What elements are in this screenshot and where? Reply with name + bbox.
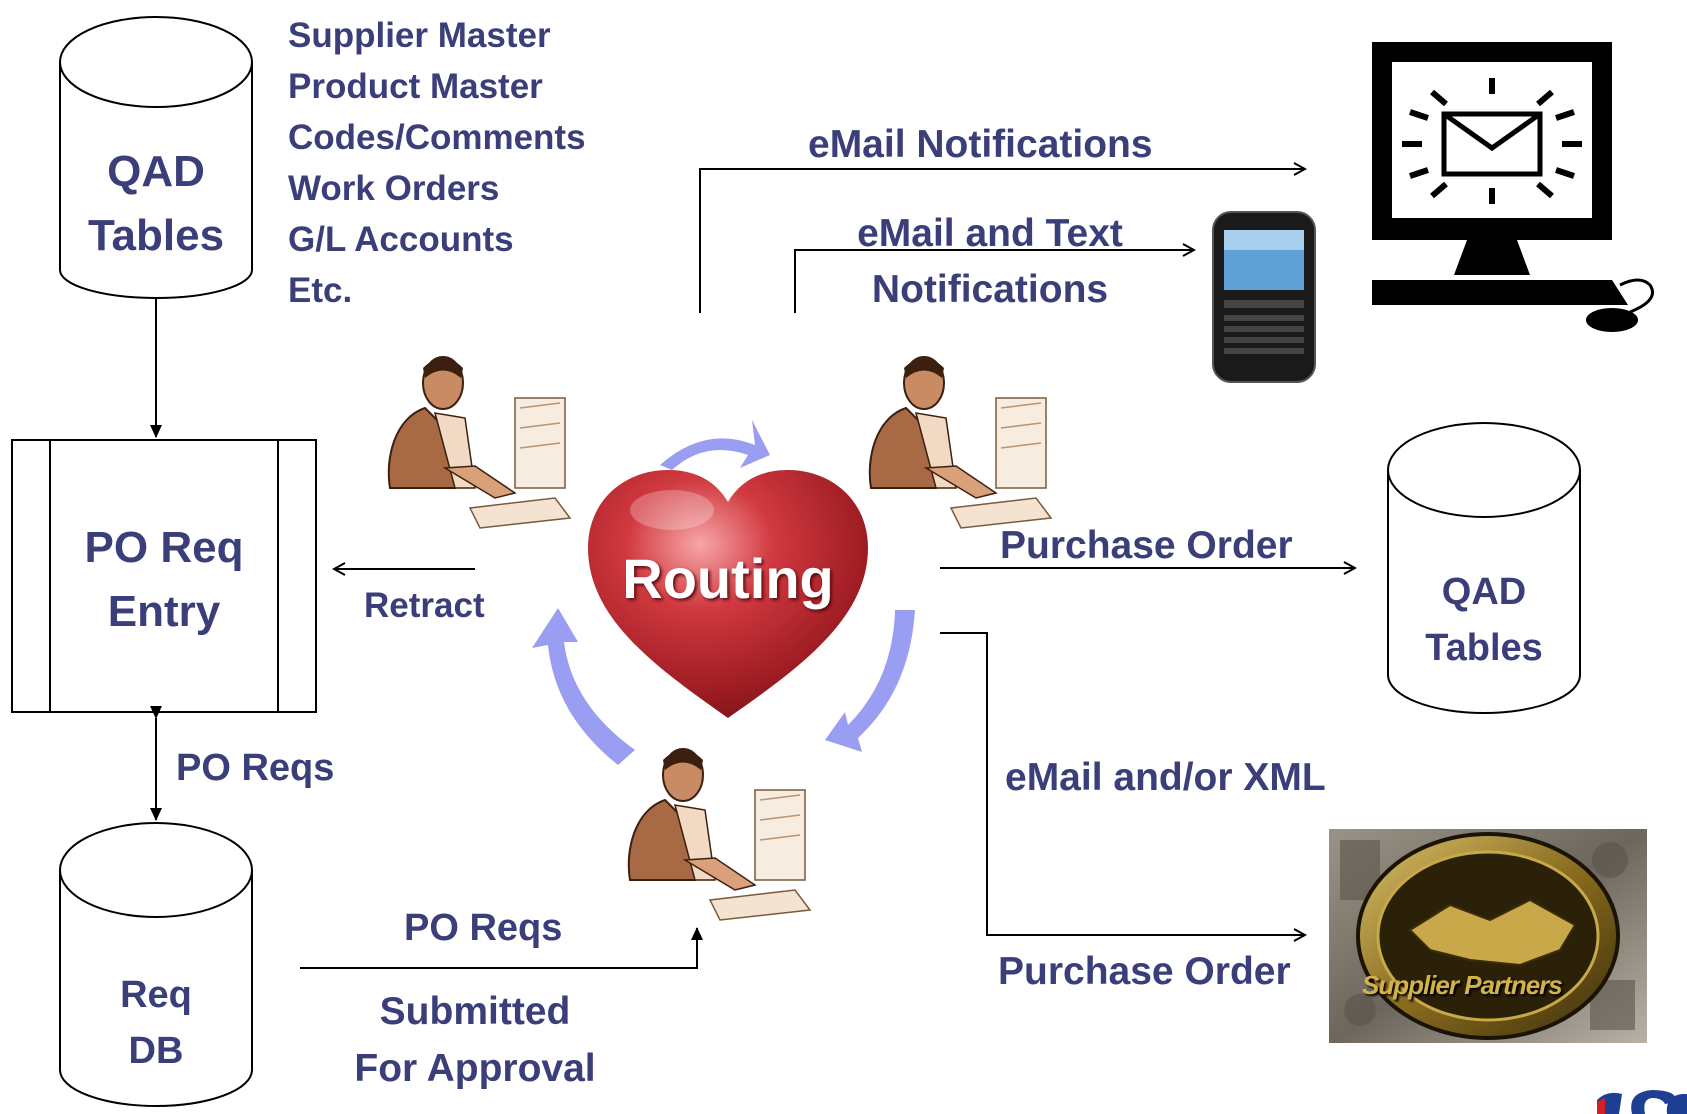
supplier-partners-image	[1329, 829, 1647, 1043]
supplier-partners-text: Supplier Partners	[1362, 970, 1563, 1000]
list-item: Work Orders	[288, 169, 500, 208]
qad-tables-right-line1: QAD	[1441, 571, 1527, 613]
qad-tables-cylinder-right	[1387, 422, 1581, 714]
smartphone-icon	[1212, 211, 1316, 383]
po-req-entry-box	[11, 439, 317, 713]
email-text-line1: eMail and Text	[857, 212, 1123, 255]
list-item: Product Master	[288, 67, 543, 106]
list-item: Etc.	[288, 271, 353, 310]
req-db-line1: Req	[120, 974, 192, 1016]
routing-label: Routing	[622, 547, 834, 610]
qad-tables-right-line2: Tables	[1425, 627, 1543, 669]
approver-icon-bottom	[627, 748, 812, 921]
po-reqs-bottom-label: PO Reqs	[404, 907, 563, 949]
routing-heart	[588, 470, 868, 718]
req-db-label: Req DB	[60, 967, 252, 1079]
email-notifications-label: eMail Notifications	[808, 123, 1153, 166]
purchase-order-arrow-bottom	[940, 632, 1305, 935]
qad-tables-top-line1: QAD	[107, 147, 205, 196]
email-text-label: eMail and Text Notifications	[820, 206, 1160, 318]
po-req-entry-line1: PO Req	[84, 523, 244, 572]
email-text-arrow	[794, 250, 1194, 313]
submitted-label: Submitted For Approval	[330, 983, 620, 1097]
approver-icon-left	[387, 356, 572, 529]
email-xml-label: eMail and/or XML	[1005, 756, 1326, 799]
connector-db-to-approver	[300, 927, 703, 969]
po-reqs-vertical-label: PO Reqs	[176, 747, 335, 789]
po-req-entry-line2: Entry	[107, 587, 221, 636]
req-db-line2: DB	[128, 1030, 184, 1072]
routing-cycle-arrows	[532, 420, 915, 765]
qad-tables-top-label: QAD Tables	[60, 140, 252, 268]
purchase-order-top-label: Purchase Order	[1000, 524, 1293, 567]
email-notifications-arrow	[699, 169, 1305, 313]
qad-tables-top-line2: Tables	[87, 211, 225, 260]
approver-icon-right	[868, 356, 1053, 529]
list-item: G/L Accounts	[288, 220, 514, 259]
computer-email-icon	[1372, 42, 1654, 332]
corner-logo	[1597, 1090, 1687, 1114]
retract-label: Retract	[364, 586, 485, 625]
master-data-list: Supplier Master Product Master Codes/Com…	[288, 10, 586, 316]
po-req-entry-label: PO Req Entry	[50, 516, 278, 644]
purchase-order-bottom-label: Purchase Order	[998, 950, 1291, 993]
qad-tables-cylinder-top	[59, 16, 253, 299]
req-db-cylinder	[59, 822, 253, 1107]
submitted-line2: For Approval	[354, 1047, 596, 1090]
email-text-line2: Notifications	[871, 268, 1109, 311]
qad-tables-right-label: QAD Tables	[1388, 564, 1580, 676]
submitted-line1: Submitted	[379, 990, 571, 1033]
list-item: Supplier Master	[288, 16, 551, 55]
list-item: Codes/Comments	[288, 118, 586, 157]
